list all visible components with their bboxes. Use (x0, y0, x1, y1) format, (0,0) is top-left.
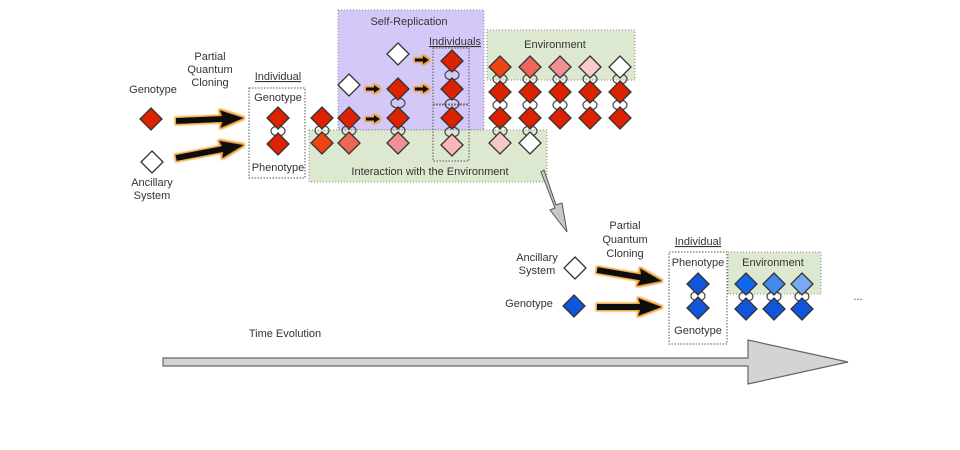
env-column-1-bottom (488, 106, 512, 130)
individuals-diamond-4 (440, 133, 464, 157)
stage2-individual-pair-top (686, 272, 710, 296)
stage2-ancillary-label-line2: System (519, 265, 556, 277)
env-column-1-top (488, 55, 512, 79)
stage2-env-column-1-bottom (734, 297, 758, 321)
cloning-label-line2: Quantum (187, 64, 232, 76)
column-3-top (386, 106, 410, 130)
env-column-1-phenotype (488, 131, 512, 155)
stage2-ancillary-diamond (563, 256, 587, 280)
stage2-individual-pair-bottom (686, 296, 710, 320)
self-replication-title: Self-Replication (370, 16, 447, 28)
env-column-5-middle (608, 80, 632, 104)
stage2-env-column-2-top (762, 272, 786, 296)
env-column-1-middle (488, 80, 512, 104)
individual-box-upper (432, 47, 470, 105)
individual-box (248, 87, 306, 179)
column-1-top (310, 106, 334, 130)
stage2-cloning-line3: Cloning (606, 248, 643, 260)
individual-pair-top (266, 106, 290, 130)
replication-arrow-3 (415, 56, 429, 64)
ancillary-label-line1: Ancillary (131, 177, 173, 189)
env-column-3-top (548, 55, 572, 79)
env-column-5-bottom (608, 106, 632, 130)
env-column-4-middle (578, 80, 602, 104)
stage2-cloning-arrow-ancillary (596, 267, 663, 286)
env-column-2-bottom (518, 106, 542, 130)
env-column-4-bottom (578, 106, 602, 130)
genotype-label: Genotype (129, 84, 177, 96)
replication-arrow-1 (366, 85, 380, 93)
column-1-bottom (310, 131, 334, 155)
env-column-5-top (608, 55, 632, 79)
individuals-diamond-2 (440, 77, 464, 101)
stage2-env-column-2-bottom (762, 297, 786, 321)
env-column-4-top (578, 55, 602, 79)
individual-phenotype-label: Phenotype (252, 162, 305, 174)
time-evolution-label: Time Evolution (249, 328, 321, 340)
stage2-env-column-3-top (790, 272, 814, 296)
replication-arrow-2 (366, 115, 380, 123)
stage2-genotype-bottom-label: Genotype (674, 325, 722, 337)
stage2-individual-title: Individual (675, 236, 721, 248)
column-3-extra (386, 77, 410, 101)
cloning-label-line3: Cloning (191, 77, 228, 89)
ancillary-copy-1 (337, 73, 361, 97)
environment-title-top: Environment (524, 39, 586, 51)
stage2-cloning-line2: Quantum (602, 234, 647, 246)
ellipsis: ... (853, 291, 862, 303)
cloning-arrow-ancillary (175, 140, 245, 161)
individuals-diamond-1 (440, 49, 464, 73)
stage2-environment-title: Environment (742, 257, 804, 269)
individual-title: Individual (255, 71, 301, 83)
stage2-cloning-arrow-genotype (597, 298, 662, 316)
individuals-label: Individuals (429, 36, 481, 48)
column-3-bottom (386, 131, 410, 155)
ancillary-label-line2: System (134, 190, 171, 202)
ancillary-diamond (140, 150, 164, 174)
genotype-diamond (139, 107, 163, 131)
time-evolution-arrow (162, 339, 849, 385)
interaction-title: Interaction with the Environment (351, 166, 508, 178)
env-column-3-bottom (548, 106, 572, 130)
stage2-genotype-diamond (562, 294, 586, 318)
individual-box-lower (432, 104, 470, 162)
stage2-phenotype-label: Phenotype (672, 257, 725, 269)
transition-arrow (540, 169, 568, 233)
env-column-3-middle (548, 80, 572, 104)
self-replication-box (337, 9, 485, 131)
stage2-cloning-line1: Partial (609, 220, 640, 232)
individuals-diamond-3 (440, 106, 464, 130)
stage2-ancillary-label-line1: Ancillary (516, 252, 558, 264)
stage2-genotype-label: Genotype (505, 298, 553, 310)
cloning-arrow-genotype (175, 110, 244, 129)
replication-arrow-4 (415, 85, 429, 93)
cloning-label-line1: Partial (194, 51, 225, 63)
column-2-bottom (337, 131, 361, 155)
stage2-env-column-1-top (734, 272, 758, 296)
ancillary-copy-2 (386, 42, 410, 66)
individual-genotype-label: Genotype (254, 92, 302, 104)
env-column-2-top (518, 55, 542, 79)
env-column-2-phenotype (518, 131, 542, 155)
stage2-env-column-3-bottom (790, 297, 814, 321)
env-column-2-middle (518, 80, 542, 104)
column-2-top (337, 106, 361, 130)
individual-pair-bottom (266, 132, 290, 156)
